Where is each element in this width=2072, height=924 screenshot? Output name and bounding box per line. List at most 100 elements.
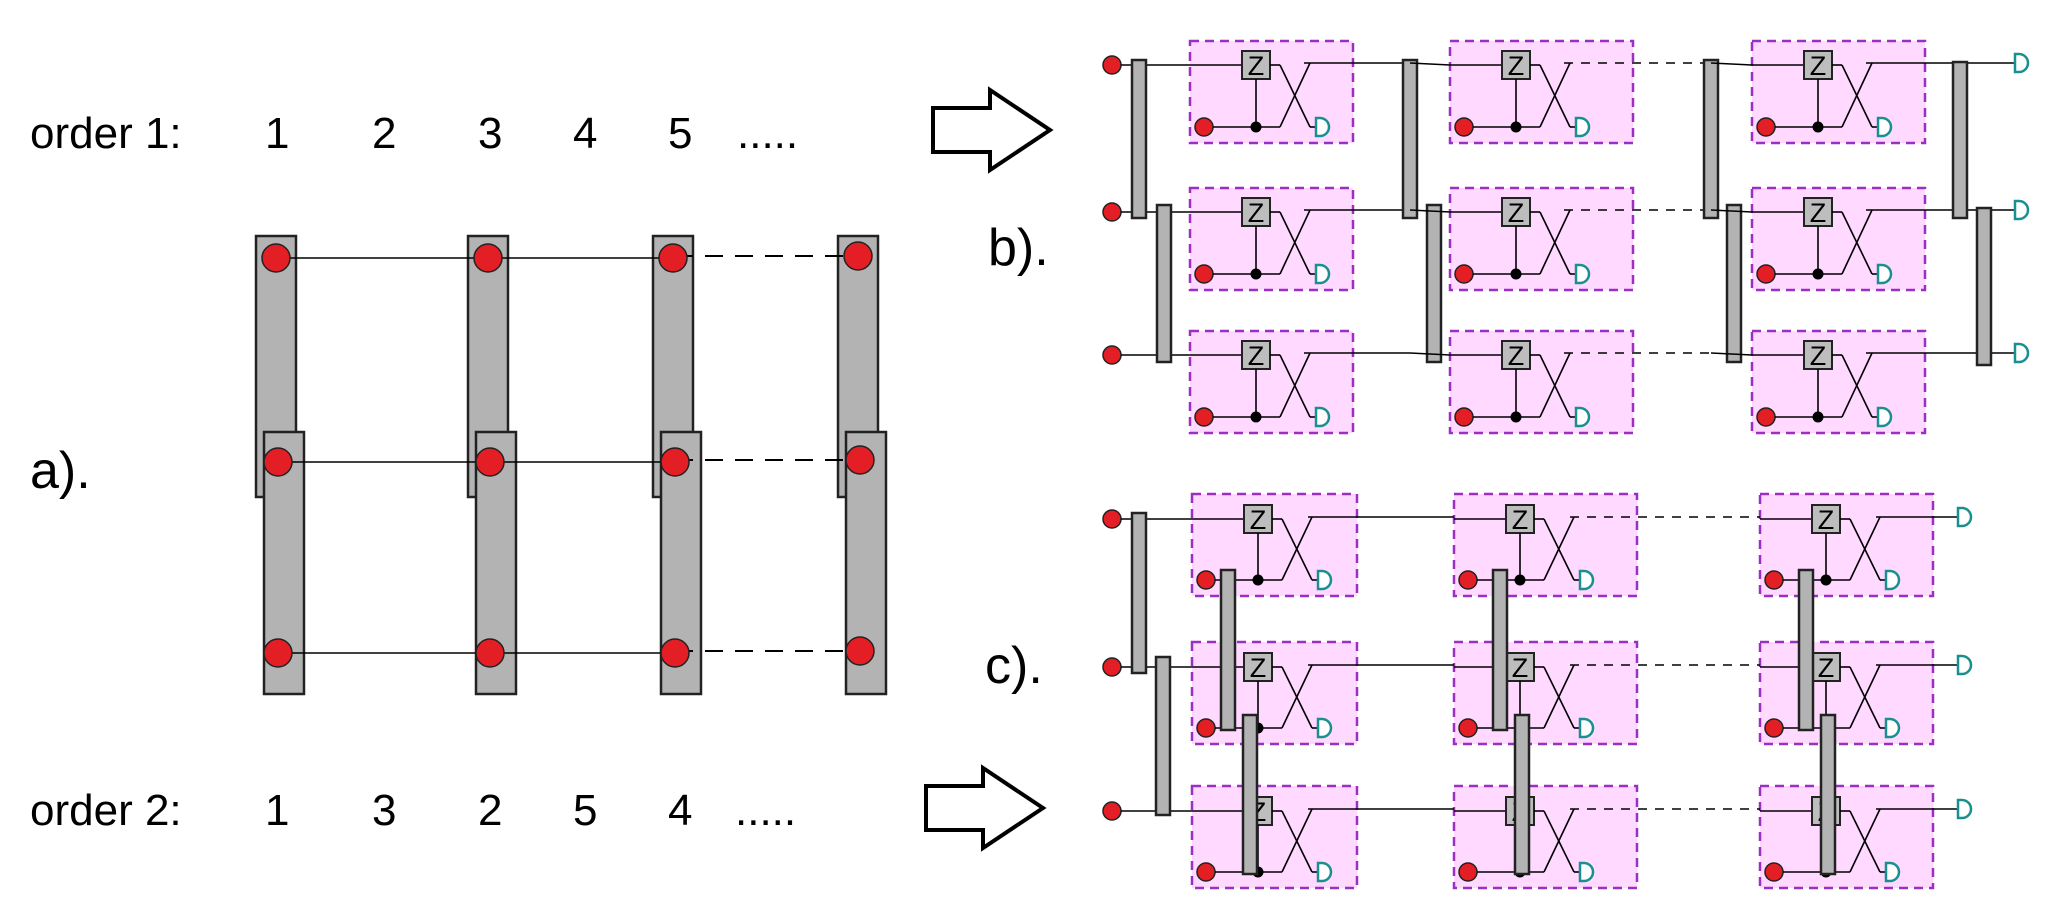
qubit-dot <box>1196 862 1216 882</box>
detector-icon <box>2013 52 2030 74</box>
fusion-module: Z <box>1448 329 1635 435</box>
z-gate <box>1243 652 1273 682</box>
connection-line <box>1710 209 1753 213</box>
detector-icon <box>1316 569 1333 591</box>
qubit-dot <box>1196 718 1216 738</box>
qubit-dot <box>1194 407 1214 427</box>
qubit-dot <box>1756 117 1776 137</box>
qubit-dot <box>473 243 503 273</box>
detector-icon <box>1574 116 1591 138</box>
detector-icon <box>1314 116 1331 138</box>
detector-icon <box>1884 861 1901 883</box>
z-gate-label: Z <box>1818 653 1835 683</box>
z-gate-label: Z <box>1810 341 1827 371</box>
entangling-bar <box>1130 58 1148 220</box>
qubit-dot <box>843 241 873 271</box>
qubit-dot <box>1102 345 1122 365</box>
fusion-module: Z <box>1750 329 1927 435</box>
z-gate-label: Z <box>1810 198 1827 228</box>
connection-line <box>1281 664 1313 729</box>
detector-icon <box>1574 263 1591 285</box>
module-box <box>1448 39 1635 145</box>
module-box <box>1452 492 1639 598</box>
qubit-dot <box>1756 264 1776 284</box>
qubit-dot <box>475 447 505 477</box>
module-box <box>1750 329 1927 435</box>
order-1-item: 2 <box>372 109 396 158</box>
panel-label-a: a). <box>30 442 91 500</box>
detector-icon <box>1956 506 1973 528</box>
order-2-label: order 2: <box>30 786 182 835</box>
order-2-row: order 2: 1 3 2 5 4 ..... <box>30 786 796 835</box>
z-gate <box>1803 340 1833 370</box>
z-gate <box>1241 197 1271 227</box>
panel-label-c: c). <box>985 637 1043 695</box>
qubit-dot <box>1454 117 1474 137</box>
connection-line <box>1281 516 1313 581</box>
order-2-item: 5 <box>573 786 597 835</box>
z-gate-label: Z <box>1250 653 1267 683</box>
order-2-item: ..... <box>735 786 796 835</box>
detector-icon <box>1578 569 1595 591</box>
order-2-item: 3 <box>372 786 396 835</box>
order-1-item: ..... <box>737 109 798 158</box>
z-gate-label: Z <box>1248 51 1265 81</box>
z-gate-label: Z <box>1810 51 1827 81</box>
order-1-item: 4 <box>573 109 597 158</box>
connection-line <box>1849 808 1881 873</box>
qubit-dot <box>845 445 875 475</box>
order-2-item: 2 <box>478 786 502 835</box>
order-2-item: 4 <box>668 786 692 835</box>
connection-line <box>1710 352 1753 356</box>
order-1-item: 3 <box>478 109 502 158</box>
z-gate-label: Z <box>1248 341 1265 371</box>
detector-icon <box>1578 717 1595 739</box>
qubit-dot <box>1764 718 1784 738</box>
qubit-dot <box>1196 570 1216 590</box>
z-gate <box>1241 50 1271 80</box>
entangling-bar <box>1401 58 1419 220</box>
detector-icon <box>1574 406 1591 428</box>
fusion-module: Z <box>1188 186 1355 292</box>
module-box <box>1448 329 1635 435</box>
connection-line <box>1409 352 1451 356</box>
connection-line <box>1539 62 1571 128</box>
qubit-dot <box>261 243 291 273</box>
fusion-module: Z <box>1758 640 1935 746</box>
qubit-dot <box>1102 509 1122 529</box>
connection-line <box>1409 62 1451 66</box>
qubit-dot <box>1458 570 1478 590</box>
entangling-bar <box>1130 511 1148 675</box>
connection-line <box>1409 209 1451 213</box>
entangling-bar <box>1797 568 1815 732</box>
qubit-dot <box>263 447 293 477</box>
connection-line <box>1841 352 1873 418</box>
qubit-dot <box>1194 264 1214 284</box>
detector-icon <box>2013 199 2030 221</box>
module-box <box>1452 784 1639 890</box>
detector-icon <box>1884 569 1901 591</box>
detector-icon <box>1316 717 1333 739</box>
order-1-item: 5 <box>668 109 692 158</box>
module-box <box>1190 784 1359 890</box>
fusion-module: Z <box>1758 492 1935 598</box>
connection-line <box>1841 62 1873 128</box>
entangling-bar <box>1154 655 1172 817</box>
fusion-module: Z <box>1190 784 1359 890</box>
fusion-module: Z <box>1452 784 1639 890</box>
arrow-icon <box>924 764 1047 852</box>
connection-line <box>1543 664 1575 729</box>
detector-icon <box>2013 342 2030 364</box>
connection-line <box>1849 664 1881 729</box>
qubit-dot <box>658 243 688 273</box>
qubit-dot <box>1102 202 1122 222</box>
qubit-dot <box>1454 407 1474 427</box>
module-box <box>1448 186 1635 292</box>
z-gate-label: Z <box>1512 653 1529 683</box>
arrow-icon <box>931 86 1054 174</box>
z-gate-label: Z <box>1508 341 1525 371</box>
qubit-dot <box>1458 862 1478 882</box>
fusion-module: Z <box>1448 39 1635 145</box>
